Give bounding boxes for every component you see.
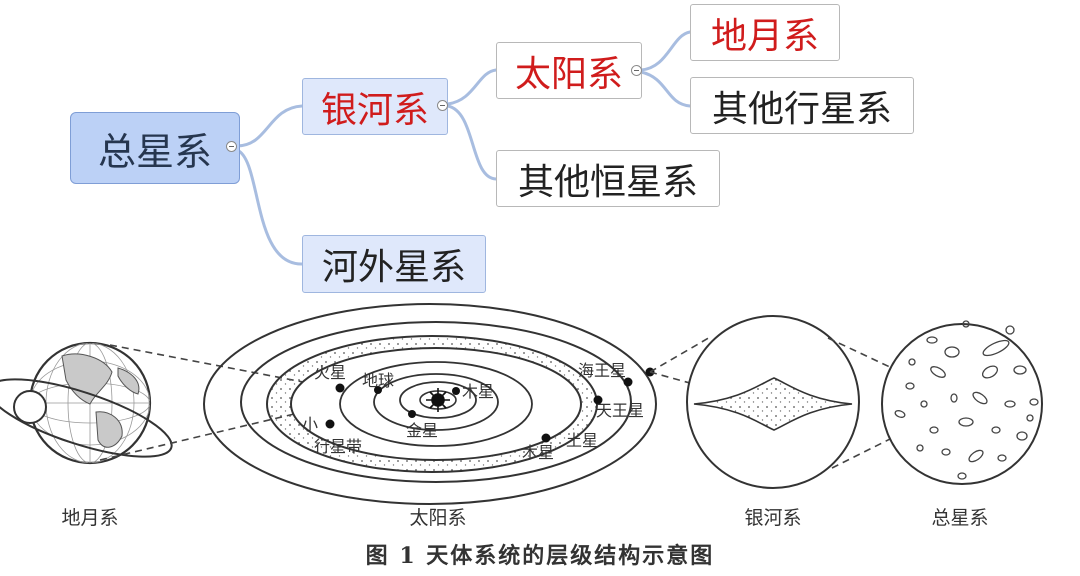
node-root[interactable]: 总星系	[70, 112, 240, 184]
moon	[13, 390, 47, 424]
figure-caption: 图 1 天体系统的层级结构示意图	[365, 543, 715, 569]
label-mars: 火星	[314, 363, 346, 382]
planet-saturn	[541, 433, 551, 443]
label-jupiter-top: 木星	[462, 382, 494, 401]
collapse-toggle-solar[interactable]	[631, 65, 642, 76]
earth-moon-illustration	[0, 341, 173, 465]
galaxy-disk	[693, 377, 853, 431]
connector-root-extragalactic	[235, 148, 304, 266]
label-neptune: 海王星	[578, 361, 626, 380]
planet-mars	[335, 383, 345, 393]
planet-uranus	[593, 395, 603, 405]
galaxy-clusters	[894, 320, 1039, 480]
label-asteroid-2: 行星带	[314, 437, 362, 456]
collapse-toggle-galaxy[interactable]	[437, 100, 448, 111]
universe-illustration	[881, 320, 1043, 485]
connector-solar-earthmoon	[639, 30, 692, 72]
connector-root-galaxy	[235, 104, 304, 148]
connector-galaxy-other-stars	[446, 104, 498, 181]
node-extragalactic[interactable]: 河外星系	[302, 235, 486, 293]
connector-solar-other-planets	[639, 70, 692, 108]
connector-galaxy-solar	[446, 68, 498, 106]
node-other-star-systems[interactable]: 其他恒星系	[496, 150, 720, 207]
node-solar-system[interactable]: 太阳系	[496, 42, 642, 99]
planet-earth	[374, 386, 382, 394]
label-saturn: 土星	[566, 431, 598, 450]
node-galaxy[interactable]: 银河系	[302, 78, 448, 135]
planet-mercury	[452, 387, 460, 395]
mindmap-connectors	[235, 30, 692, 266]
label-earth: 地球	[362, 371, 394, 390]
collapse-toggle-root[interactable]	[226, 141, 237, 152]
label-earth-moon-system: 地月系	[61, 507, 118, 529]
label-asteroid-1: 小	[302, 415, 318, 434]
planets	[325, 367, 655, 443]
planet-neptune	[623, 377, 633, 387]
node-earth-moon[interactable]: 地月系	[690, 4, 840, 61]
label-universe: 总星系	[931, 507, 988, 529]
sun	[426, 388, 450, 412]
solar-system-illustration: 火星 地球 木星 金星 小 行星带 海王星 天王星 土星 木星	[203, 303, 657, 505]
label-venus: 金星	[406, 421, 438, 440]
node-other-planet-systems[interactable]: 其他行星系	[690, 77, 914, 134]
galaxy-illustration	[686, 315, 860, 489]
planet-venus	[408, 410, 416, 418]
label-solar-system: 太阳系	[409, 507, 466, 529]
label-jupiter-bottom: 木星	[522, 443, 554, 462]
planet-jupiter	[325, 419, 335, 429]
label-uranus: 天王星	[596, 401, 644, 420]
moon-orbit	[0, 378, 173, 458]
label-galaxy: 银河系	[744, 507, 801, 529]
